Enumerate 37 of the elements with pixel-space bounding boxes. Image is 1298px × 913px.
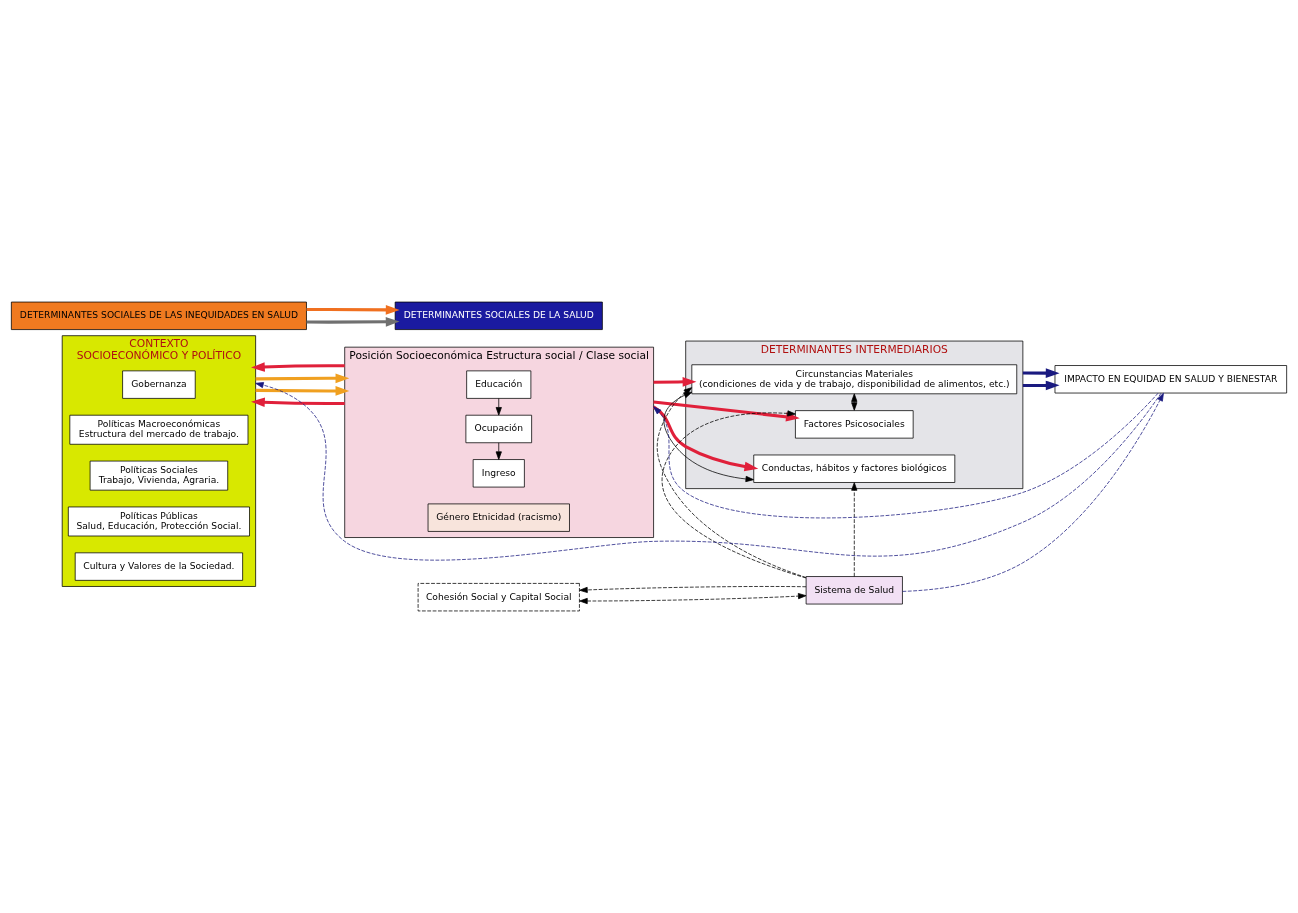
arrow xyxy=(652,405,759,472)
node-box: DETERMINANTES SOCIALES DE LA SALUD xyxy=(394,301,603,330)
arrow xyxy=(1022,380,1060,391)
node-box: IMPACTO EN EQUIDAD EN SALUD Y BIENESTAR xyxy=(1054,365,1288,394)
arrow xyxy=(495,398,502,416)
node-box: Género Etnicidad (racismo) xyxy=(427,503,570,532)
node-box: Ocupación xyxy=(465,414,532,444)
arrow xyxy=(851,482,858,577)
node-box: Factores Psicosociales xyxy=(795,410,914,439)
arrow xyxy=(251,397,345,408)
node-box: Educación xyxy=(466,370,532,399)
arrow xyxy=(495,442,502,460)
arrow xyxy=(255,382,1162,561)
node-box: Circunstancias Materiales (condiciones de vida y de trabajo, disponibilidad de alimentos, etc.) xyxy=(691,364,1018,395)
node-box: Ingreso xyxy=(472,459,525,488)
arrow xyxy=(1022,368,1060,378)
arrow xyxy=(306,305,400,315)
node-box: Políticas Sociales Trabajo, Vivienda, Agraria. xyxy=(89,460,229,491)
node-box: Conductas, hábitos y factores biológicos xyxy=(753,454,956,483)
arrow xyxy=(656,387,807,578)
node-box: Cohesión Social y Capital Social xyxy=(417,583,580,612)
node-box: Políticas Públicas Salud, Educación, Protección Social. xyxy=(67,506,250,537)
node-box: Sistema de Salud xyxy=(805,576,903,605)
arrow xyxy=(653,377,697,387)
arrow xyxy=(579,593,807,605)
arrow xyxy=(306,316,400,327)
node-box: Cultura y Valores de la Sociedad. xyxy=(74,552,243,581)
node-box: DETERMINANTES SOCIALES DE LAS INEQUIDADES EN SALUD xyxy=(10,301,307,330)
arrow xyxy=(653,400,800,422)
arrow xyxy=(579,586,807,593)
arrow xyxy=(255,386,350,396)
arrow xyxy=(902,392,1164,592)
node-box: Gobernanza xyxy=(122,370,196,399)
node-box: Políticas Macroeconómicas Estructura del mercado de trabajo. xyxy=(69,414,249,445)
arrow xyxy=(255,373,350,384)
arrow xyxy=(661,410,807,579)
arrow xyxy=(251,362,345,372)
